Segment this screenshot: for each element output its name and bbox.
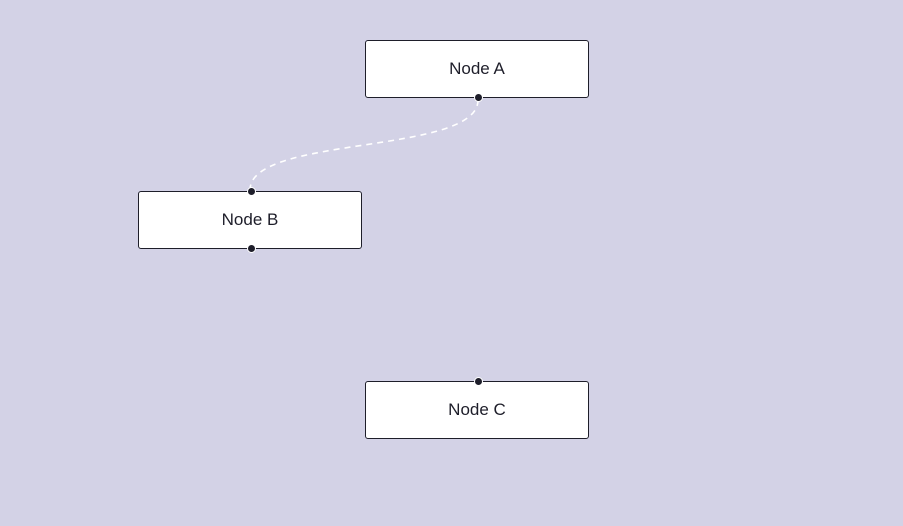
node-c[interactable]: Node C bbox=[365, 377, 589, 439]
node-b[interactable]: Node B bbox=[138, 187, 362, 253]
node-b-label: Node B bbox=[221, 210, 279, 229]
node-c-label: Node C bbox=[448, 400, 506, 419]
edge-node-a-to-node-b[interactable] bbox=[249, 99, 479, 191]
node-b-target-handle[interactable] bbox=[246, 187, 256, 196]
node-a[interactable]: Node A bbox=[365, 40, 589, 102]
node-b-source-handle[interactable] bbox=[246, 244, 256, 253]
node-a-label: Node A bbox=[449, 59, 505, 78]
node-c-target-handle[interactable] bbox=[473, 377, 483, 386]
node-a-source-handle[interactable] bbox=[473, 93, 483, 102]
